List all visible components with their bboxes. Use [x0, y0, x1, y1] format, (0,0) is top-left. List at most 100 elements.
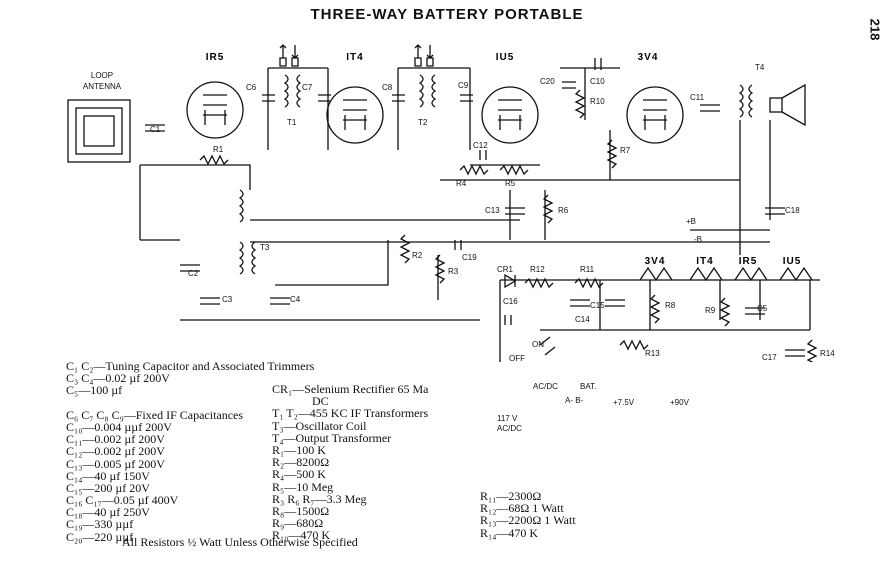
parts-line: C₁ C₂—Tuning Capacitor and Associated Tr… [66, 359, 315, 373]
parts-line: R₁₁—2300Ω [480, 489, 542, 503]
osc-coil [238, 189, 244, 223]
wiring [139, 67, 820, 362]
parts-line: R₁₃—2200Ω 1 Watt [480, 513, 576, 528]
label-c19: C19 [462, 253, 477, 262]
label-r10: R10 [590, 97, 605, 106]
parts-line: R₁₄—470 K [480, 525, 539, 540]
label-r2: R2 [412, 251, 423, 260]
capacitors [145, 58, 805, 357]
label-t2: T2 [418, 118, 428, 127]
label-c20: C20 [540, 77, 555, 86]
component-labels: C1 C2 C3 C4 C5 C6 C7 C8 C9 C10 C11 C12 C… [150, 77, 835, 362]
label-c10: C10 [590, 77, 605, 86]
label-c9: C9 [458, 81, 469, 90]
label-7-5v: +7.5V [613, 398, 635, 407]
label-c6: C6 [246, 83, 257, 92]
parts-line: C₁₁—0.002 µf 200V [66, 432, 165, 447]
parts-line: DC [312, 394, 329, 409]
switch-contacts [539, 336, 556, 356]
tube-label-ir5: IR5 [206, 52, 225, 63]
tube-label-iu5: IU5 [496, 52, 515, 63]
label-r1: R1 [213, 145, 224, 154]
label-c13: C13 [485, 206, 500, 215]
label-r8: R8 [665, 301, 676, 310]
parts-list-resistors-2: R₁₁—2300Ω R₁₂—68Ω 1 Watt R₁₃—2200Ω 1 Wat… [480, 490, 576, 539]
test-jacks-t1 [279, 44, 299, 67]
oscillator-coil-t3 [238, 241, 257, 275]
parts-line: C₁₃—0.005 µf 200V [66, 456, 165, 471]
label-ac-dc-plug: AC/DC [497, 424, 522, 433]
parts-line: R₁₀—470 K [272, 528, 331, 543]
label-r13: R13 [645, 349, 660, 358]
label-r5: R5 [505, 179, 516, 188]
filament-string [639, 266, 813, 282]
parts-line: C₁₀—0.004 µµf 200V [66, 419, 172, 434]
label-c12: C12 [473, 141, 488, 150]
label-c4: C4 [290, 295, 301, 304]
label-c2: C2 [188, 269, 199, 278]
schematic-diagram: LOOP ANTENNA IR5 IT4 IU5 3V4 T1 T2 T3 [67, 44, 835, 362]
fil-label-ir5: IR5 [739, 256, 758, 267]
parts-line: R₁₂—68Ω 1 Watt [480, 501, 564, 516]
label-on: ON [532, 340, 544, 349]
if-transformer-t1 [267, 68, 329, 150]
tube-iu5: IU5 [481, 52, 539, 144]
tube-label-it4: IT4 [346, 52, 363, 63]
parts-line: R₂—8200Ω [272, 455, 330, 470]
loop-antenna: LOOP ANTENNA [67, 71, 131, 163]
label-r6: R6 [558, 206, 569, 215]
label-cr1: CR1 [497, 265, 514, 274]
tube-it4: IT4 [326, 52, 384, 144]
fil-label-iu5: IU5 [783, 256, 802, 267]
parts-list-resistors-1: CR₁—Selenium Rectifier 65 Ma DC T₁ T₂—45… [272, 382, 429, 543]
label-c8: C8 [382, 83, 393, 92]
label-r14: R14 [820, 349, 835, 358]
parts-line: C₂₀—220 µµf [66, 529, 134, 544]
antenna-label-2: ANTENNA [83, 82, 122, 91]
label-c15: C15 [590, 301, 605, 310]
label-a-b: A- B- [565, 396, 584, 405]
label-c5: C5 [757, 304, 768, 313]
parts-line: R₄—500 K [272, 467, 326, 482]
parts-line: R₈—1500Ω [272, 503, 330, 518]
label-t4: T4 [755, 63, 765, 72]
label-r9: R9 [705, 306, 716, 315]
parts-line: C₃ C₄—0.02 µf 200V [66, 371, 170, 386]
label-c1: C1 [150, 125, 161, 134]
parts-list-footer: All Resistors ½ Watt Unless Otherwise Sp… [122, 535, 358, 549]
parts-line: C₆ C₇ C₈ C₉—Fixed IF Capacitances [66, 407, 244, 422]
parts-line: T₁ T₂—455 KC IF Transformers [272, 406, 429, 421]
parts-line: C₁₆ C₁₇—0.05 µf 400V [66, 493, 179, 508]
label-off: OFF [509, 354, 525, 363]
parts-line: T₄—Output Transformer [272, 430, 392, 445]
output-transformer-t4 [738, 83, 806, 127]
label-acdc: AC/DC [533, 382, 558, 391]
label-c16: C16 [503, 297, 518, 306]
tube-3v4: 3V4 [626, 52, 684, 144]
label-c18: C18 [785, 206, 800, 215]
parts-line: C₁₅—200 µf 20V [66, 480, 150, 495]
label-t1: T1 [287, 118, 297, 127]
label-c17: C17 [762, 353, 777, 362]
label-bat: BAT. [580, 382, 597, 391]
label-r11: R11 [580, 265, 595, 274]
label-r3: R3 [448, 267, 459, 276]
page-title: THREE-WAY BATTERY PORTABLE [310, 6, 584, 23]
label-r7: R7 [620, 146, 631, 155]
parts-line: C₁₂—0.002 µf 200V [66, 444, 165, 459]
label-c11: C11 [690, 93, 705, 102]
parts-line: T₃—Oscillator Coil [272, 418, 367, 433]
parts-line: C₅—100 µf [66, 383, 123, 398]
parts-line: R₉—680Ω [272, 516, 324, 531]
tube-label-3v4: 3V4 [638, 52, 659, 63]
label-r12: R12 [530, 265, 545, 274]
label-c3: C3 [222, 295, 233, 304]
fil-label-3v4: 3V4 [645, 256, 666, 267]
parts-line: C₁₈—40 µf 250V [66, 505, 150, 520]
parts-line: C₁₄—40 µf 150V [66, 468, 150, 483]
label-90v: +90V [670, 398, 689, 407]
parts-line: CR₁—Selenium Rectifier 65 Ma [272, 382, 429, 396]
if-transformer-t2 [397, 68, 471, 150]
antenna-label-1: LOOP [91, 71, 113, 80]
parts-list-capacitors: C₁ C₂—Tuning Capacitor and Associated Tr… [66, 360, 314, 543]
